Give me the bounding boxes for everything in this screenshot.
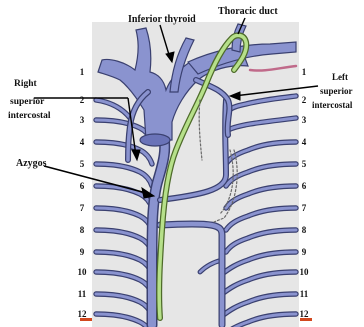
rib-number-left-4: 4: [80, 137, 85, 147]
rib-number-right-5: 5: [302, 159, 307, 169]
rib-number-left-8: 8: [80, 225, 85, 235]
rib-number-left-11: 11: [78, 289, 87, 299]
rib-number-right-10: 10: [300, 267, 310, 277]
rib-number-right-1: 1: [302, 67, 307, 77]
rib-number-left-5: 5: [80, 159, 85, 169]
rib-number-right-4: 4: [302, 137, 307, 147]
label-right-superior-intercostal-1: Right: [14, 79, 38, 89]
label-left-superior-intercostal-1: Left: [332, 72, 348, 82]
label-left-superior-intercostal-2: superior: [320, 86, 353, 96]
rib-number-right-7: 7: [302, 203, 307, 213]
rib-number-right-2: 2: [302, 95, 307, 105]
rib-number-right-8: 8: [302, 225, 307, 235]
rib-number-left-10: 10: [78, 267, 88, 277]
svc-cut-end: [140, 134, 170, 146]
label-inferior-thyroid: Inferior thyroid: [128, 14, 196, 25]
rib-number-left-7: 7: [80, 203, 85, 213]
label-right-superior-intercostal-3: intercostal: [8, 111, 51, 121]
rib-number-left-2: 2: [80, 95, 85, 105]
rib-number-left-3: 3: [80, 115, 85, 125]
label-azygos: Azygos: [16, 158, 47, 169]
rib-number-left-9: 9: [80, 247, 85, 257]
rib-number-left-12: 12: [78, 309, 88, 319]
rib-number-left-6: 6: [80, 181, 85, 191]
label-thoracic-duct: Thoracic duct: [218, 6, 278, 17]
rib-number-right-6: 6: [302, 181, 307, 191]
rib-number-right-12: 12: [300, 309, 310, 319]
rib-12-marker-left: [80, 318, 92, 321]
rib-number-right-3: 3: [302, 115, 307, 125]
rib-number-left-1: 1: [80, 67, 85, 77]
rib-number-right-11: 11: [300, 289, 309, 299]
rib-number-right-9: 9: [302, 247, 307, 257]
label-left-superior-intercostal-3: intercostal: [312, 100, 353, 110]
rib-12-marker-right: [300, 318, 312, 321]
label-right-superior-intercostal-2: superior: [10, 97, 45, 107]
